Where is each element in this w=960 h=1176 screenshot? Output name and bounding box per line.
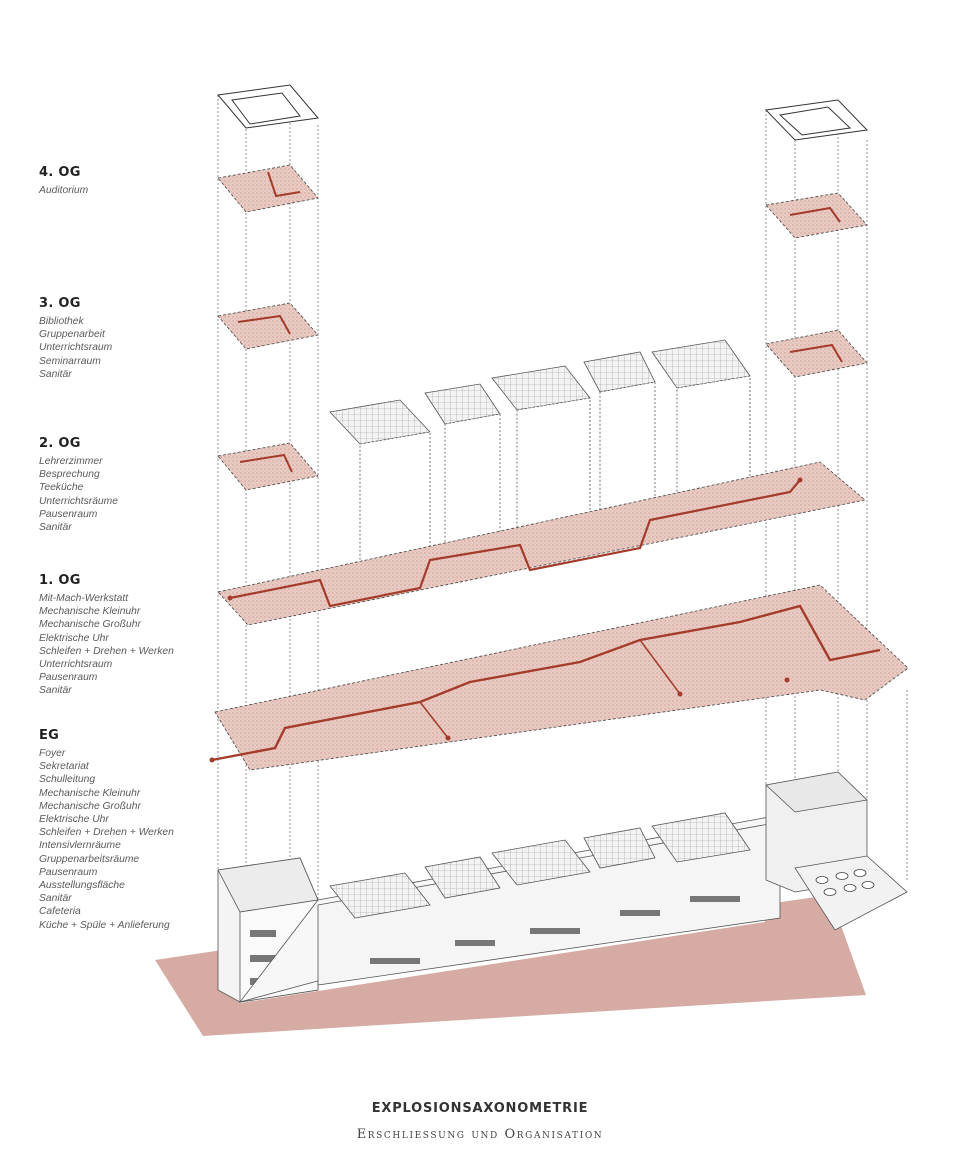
slab-3og-right	[765, 329, 868, 378]
slab-4og-right	[765, 192, 868, 239]
caption-title: EXPLOSIONSAXONOMETRIE	[371, 1101, 589, 1116]
room-label: Auditorium	[39, 185, 89, 196]
legend-2og: 2. OG Lehrerzimmer Besprechung Teeküche …	[39, 436, 239, 534]
room-label: Ausstellungsfläche	[39, 880, 125, 892]
roof-cap-left	[217, 84, 319, 129]
room-label: Sanitär	[39, 893, 72, 905]
room-label: Bibliothek	[39, 316, 84, 327]
room-label: Mechanische Kleinuhr	[39, 787, 141, 799]
level-title: 1. OG	[39, 573, 81, 588]
room-label: Sanitär	[39, 685, 72, 697]
ground-plate	[155, 895, 866, 1036]
roof-cap-right	[764, 99, 869, 141]
room-label: Mit-Mach-Werkstatt	[39, 593, 129, 604]
room-label: Elektrische Uhr	[39, 632, 109, 644]
room-label: Lehrerzimmer	[39, 456, 103, 467]
room-label: Schulleitung	[39, 774, 96, 786]
slab-2og-long	[217, 461, 866, 626]
room-label: Sanitär	[39, 368, 72, 380]
room-label: Besprechung	[39, 469, 100, 481]
room-label: Unterrichtsraum	[39, 342, 113, 354]
room-label: Mechanische Großuhr	[39, 800, 141, 812]
room-label: Schleifen + Drehen + Werken	[39, 827, 174, 839]
room-label: Elektrische Uhr	[39, 814, 109, 826]
room-label: Küche + Spüle + Anlieferung	[39, 919, 170, 931]
ground-floor-building	[217, 771, 908, 1003]
slab-4og-left	[217, 164, 319, 213]
room-label: Pausenraum	[39, 672, 98, 684]
slab-3og-left	[217, 302, 319, 350]
level-title: 3. OG	[39, 296, 81, 311]
room-label: Sekretariat	[39, 761, 89, 773]
legend-4og: 4. OG Auditorium	[39, 165, 239, 197]
room-list: Bibliothek Gruppenarbeit Unterrichtsraum…	[39, 315, 239, 381]
room-label: Teeküche	[39, 482, 84, 494]
level-title: EG	[39, 728, 60, 743]
room-label: Mechanische Kleinuhr	[39, 606, 141, 618]
room-list: Foyer Sekretariat Schulleitung Mechanisc…	[39, 747, 239, 932]
room-label: Schleifen + Drehen + Werken	[39, 645, 174, 657]
legend-eg: EG Foyer Sekretariat Schulleitung Mechan…	[39, 728, 239, 932]
room-label: Intensivlernräume	[39, 840, 121, 852]
room-label: Mechanische Großuhr	[39, 619, 141, 631]
room-list: Auditorium	[39, 184, 239, 197]
room-label: Unterrichtsräume	[39, 495, 118, 507]
caption-subtitle: Erschliessung und Organisation	[356, 1127, 604, 1142]
legend-1og: 1. OG Mit-Mach-Werkstatt Mechanische Kle…	[39, 573, 239, 698]
room-list: Mit-Mach-Werkstatt Mechanische Kleinuhr …	[39, 592, 239, 698]
level-title: 2. OG	[39, 436, 81, 451]
room-list: Lehrerzimmer Besprechung Teeküche Unterr…	[39, 455, 239, 534]
room-label: Pausenraum	[39, 866, 98, 878]
room-label: Foyer	[39, 748, 66, 759]
room-label: Seminarraum	[39, 355, 101, 367]
room-label: Gruppenarbeit	[39, 329, 105, 341]
slab-2og-left	[217, 442, 319, 491]
level-title: 4. OG	[39, 165, 81, 180]
upper-classroom-blocks	[329, 339, 751, 571]
room-label: Cafeteria	[39, 906, 81, 918]
room-label: Unterrichtsraum	[39, 659, 113, 671]
room-label: Sanitär	[39, 522, 72, 534]
slab-1og	[209, 584, 909, 771]
room-label: Pausenraum	[39, 508, 98, 520]
room-label: Gruppenarbeitsräume	[39, 853, 140, 865]
legend-3og: 3. OG Bibliothek Gruppenarbeit Unterrich…	[39, 296, 239, 381]
